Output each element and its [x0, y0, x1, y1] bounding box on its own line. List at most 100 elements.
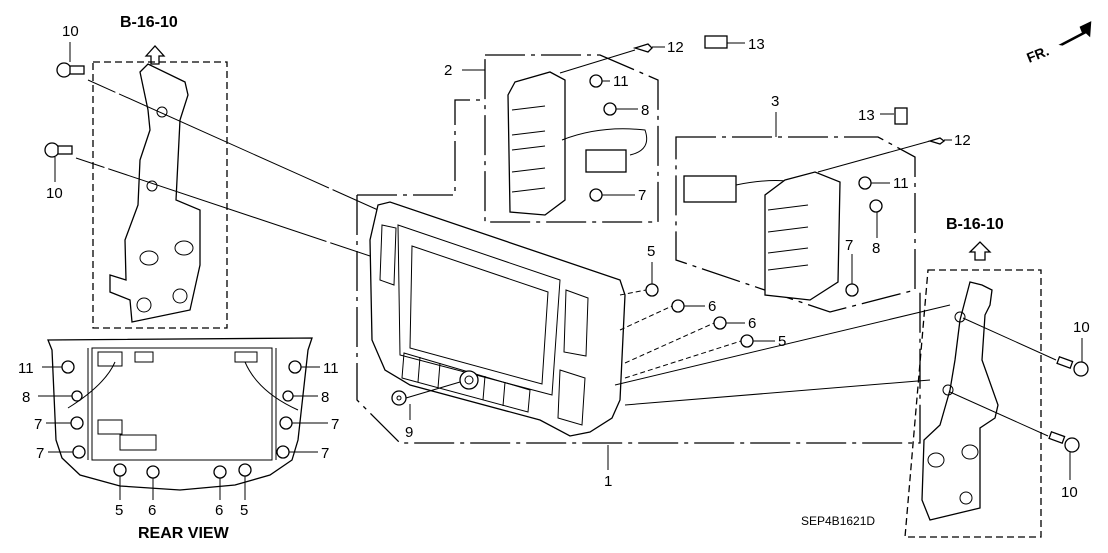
callout-13: 13: [858, 107, 875, 124]
right-switch-box: [675, 136, 916, 313]
left-switch-wire: [561, 128, 648, 156]
left-bracket-group: B-16-10 10 10: [44, 14, 379, 329]
bracket-hole: [139, 250, 159, 266]
callout-6: 6: [708, 298, 716, 315]
rear-view-group: 11 8 7 7 11 8 7 7 5 6 6 5 REAR VIEW: [18, 337, 339, 542]
left-switch-part: [507, 71, 566, 216]
clip-7-left: 7: [589, 187, 646, 204]
right-bracket-box: [904, 269, 1042, 538]
left-switch-group: 2 12 13 11 8 7: [444, 35, 765, 223]
clip-7-right: 7: [845, 237, 859, 297]
rear-callout-6: 6: [215, 502, 223, 519]
up-arrow-icon: [968, 241, 992, 261]
clip-5-upper: 5: [645, 243, 659, 297]
bracket-hole: [927, 452, 945, 468]
callout-12: 12: [954, 132, 971, 149]
rear-callout-7-right: 7: [331, 416, 339, 433]
bracket-hole: [942, 384, 954, 396]
front-direction-marker: FR.: [1024, 21, 1092, 66]
main-unit-bracket-line: [357, 99, 485, 196]
callout-8: 8: [872, 240, 880, 257]
main-unit-group: 1 9: [356, 99, 921, 490]
drawing-code: SEP4B1621D: [801, 514, 875, 528]
clip-8-left: 8: [603, 102, 649, 119]
left-bracket-part: [109, 63, 201, 323]
rear-callout-7-left: 7: [34, 416, 42, 433]
bracket-hole: [174, 240, 194, 256]
front-label: FR.: [1024, 43, 1051, 66]
bracket-hole: [136, 297, 152, 313]
clip-13-upper: 13: [704, 35, 765, 53]
main-unit-bracket-line: [356, 195, 921, 444]
bracket-hole: [156, 106, 168, 118]
callout-8: 8: [641, 102, 649, 119]
clip-5-lower: 5: [740, 333, 786, 350]
clip-6-upper: 6: [671, 298, 716, 315]
callout-2: 2: [444, 62, 452, 79]
left-switch-connector: [585, 149, 627, 173]
clips-5-6-group: 5 6 6 5: [619, 243, 786, 379]
right-switch-part: [764, 171, 841, 301]
callout-5: 5: [647, 243, 655, 260]
up-arrow-icon: [144, 45, 166, 65]
bolt-10-lower-right: 10: [1048, 430, 1080, 501]
main-unit-body: [369, 201, 626, 437]
main-unit-screen: [409, 245, 549, 385]
screw-12-right: 12: [927, 132, 971, 149]
knob-9: 9: [391, 381, 461, 441]
rear-view-housing: [47, 337, 313, 491]
bracket-hole: [954, 311, 966, 323]
rear-callout-11-left: 11: [18, 360, 34, 377]
callout-10: 10: [62, 23, 79, 40]
right-bracket-group: B-16-10 10 10: [614, 216, 1090, 538]
rear-wire-left: [67, 361, 116, 409]
callout-3: 3: [771, 93, 779, 110]
clip-13-right: 13: [858, 107, 908, 125]
callout-10: 10: [1073, 319, 1090, 336]
main-unit-display: [397, 224, 561, 396]
callout-9: 9: [405, 424, 413, 441]
screw-12-upper: 12: [632, 39, 684, 56]
bolt-10-upper-right: 10: [1056, 319, 1090, 377]
left-switch-box: [484, 54, 659, 223]
callout-12: 12: [667, 39, 684, 56]
ref-label-left: B-16-10: [120, 14, 178, 31]
callout-11: 11: [893, 175, 909, 192]
rear-callout-5: 5: [115, 502, 123, 519]
rear-view-label: REAR VIEW: [138, 525, 230, 542]
rear-wire-right: [244, 361, 299, 411]
rear-callout-7-left: 7: [36, 445, 44, 462]
right-switch-connector: [683, 175, 737, 203]
callout-10: 10: [1061, 484, 1078, 501]
rear-callout-7-right: 7: [321, 445, 329, 462]
rear-callout-11-right: 11: [323, 360, 339, 377]
callout-10: 10: [46, 185, 63, 202]
rear-callout-5: 5: [240, 502, 248, 519]
main-unit-knob: [459, 370, 479, 390]
right-bracket-part: [921, 281, 999, 521]
bracket-hole: [146, 180, 158, 192]
callout-7: 7: [845, 237, 853, 254]
bracket-hole: [172, 288, 188, 304]
main-unit-button-row: [401, 352, 531, 413]
callout-1: 1: [604, 473, 612, 490]
rear-view-panel: [91, 347, 273, 461]
clip-8-right: 8: [869, 199, 883, 257]
front-arrow-icon: [1058, 21, 1092, 46]
rear-callout-8-left: 8: [22, 389, 30, 406]
rear-callout-8-right: 8: [321, 389, 329, 406]
callout-6: 6: [748, 315, 756, 332]
ref-label-right: B-16-10: [946, 216, 1004, 233]
callout-13: 13: [748, 36, 765, 53]
callout-11: 11: [613, 73, 629, 90]
bolt-10-upper-left: 10: [56, 23, 85, 78]
left-bracket-box: [92, 61, 228, 329]
clip-11-right: 11: [858, 175, 909, 192]
rear-callout-6: 6: [148, 502, 156, 519]
clip-11-left: 11: [589, 73, 629, 90]
clip-6-lower: 6: [713, 315, 756, 332]
bracket-hole: [961, 444, 979, 460]
right-switch-group: 3 13 12 11 8 7: [675, 93, 971, 313]
bolt-10-lower-left: 10: [44, 142, 73, 202]
